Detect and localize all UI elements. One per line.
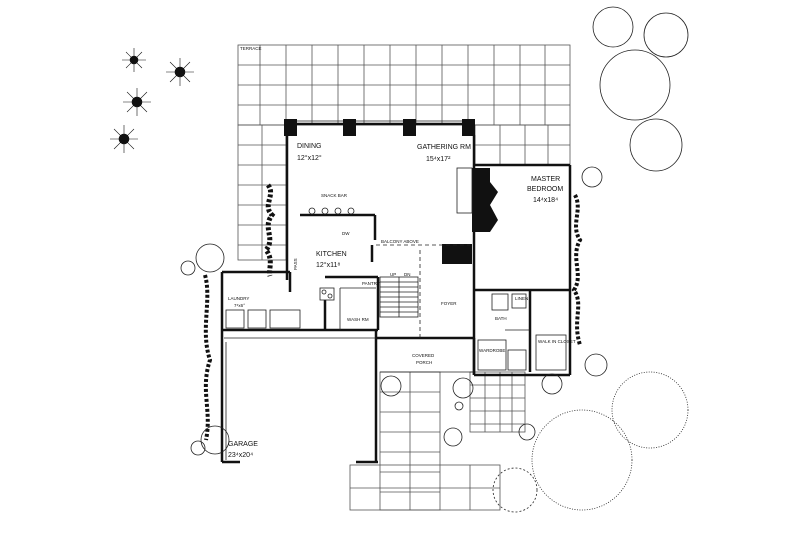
stair-up-label: UP <box>390 272 396 277</box>
gathering-room-label: GATHERING RM <box>417 144 471 151</box>
porch-label-2: PORCH <box>416 360 432 365</box>
spiky-shrubs <box>110 48 194 153</box>
stair-down-label: DN <box>404 272 411 277</box>
terrace-paving <box>237 44 571 261</box>
linen-label: LINEN <box>515 296 528 301</box>
dining-size: 12°x12° <box>297 154 322 162</box>
walls <box>220 119 572 464</box>
kitchen-size: 12°x11⁸ <box>316 261 340 269</box>
dishwasher-label: DW <box>342 231 350 236</box>
laundry-size: 7⁴x6° <box>234 303 245 308</box>
landscaping <box>180 6 689 513</box>
kitchen-label: KITCHEN <box>316 251 347 258</box>
room-labels: DINING 12°x12° GATHERING RM 15⁴x17² MAST… <box>228 143 576 459</box>
porch-label: COVERED <box>412 353 435 358</box>
master-bedroom-label-2: BEDROOM <box>527 186 563 193</box>
walk-paving <box>349 371 526 511</box>
foyer-label: FOYER <box>441 301 457 306</box>
master-bedroom-size: 14⁴x18⁴ <box>533 197 558 204</box>
pantry-label: PANTRY <box>362 281 380 286</box>
pass-label: PASS <box>293 258 298 270</box>
planting-beds <box>203 183 583 441</box>
bath-label: BATH <box>495 316 507 321</box>
dining-label: DINING <box>297 143 322 150</box>
garage-size: 23⁴x20⁴ <box>228 452 253 459</box>
laundry-label: LAUNDRY <box>228 296 249 301</box>
gathering-room-size: 15⁴x17² <box>426 156 451 163</box>
garage-label: GARAGE <box>228 441 258 448</box>
snack-bar-label: SNACK BAR <box>321 193 348 198</box>
walk-in-closet-label: WALK IN CLOSET <box>538 339 576 344</box>
balcony-label: BALCONY ABOVE <box>381 239 419 244</box>
wardrobe-label: WARDROBE <box>479 348 505 353</box>
terrace-label: TERRACE <box>240 46 262 51</box>
master-bedroom-label: MASTER <box>531 176 560 183</box>
wash-room-label: WASH RM <box>347 317 369 322</box>
